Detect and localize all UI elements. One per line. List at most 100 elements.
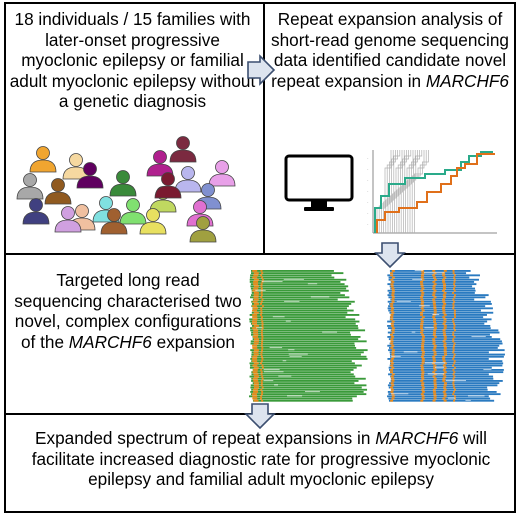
- read-band: [433, 344, 437, 347]
- read-row: [251, 373, 354, 376]
- read-band: [453, 289, 456, 292]
- read-row: [250, 285, 349, 288]
- read-band: [442, 294, 446, 297]
- read-band: [260, 393, 263, 396]
- read-band: [420, 393, 424, 396]
- read-band: [260, 380, 263, 382]
- read-band: [391, 397, 395, 400]
- read-band: [433, 320, 437, 323]
- read-band: [420, 327, 424, 330]
- read-row: [388, 305, 486, 308]
- read-row: [390, 388, 488, 391]
- read-band: [453, 388, 456, 391]
- read-band: [252, 393, 258, 396]
- read-gap: [432, 314, 440, 316]
- read-band: [261, 272, 264, 275]
- read-band: [442, 305, 446, 308]
- read-band: [443, 276, 447, 279]
- read-row: [249, 375, 356, 378]
- read-row: [252, 397, 353, 400]
- read-band: [391, 329, 395, 332]
- read-row: [249, 318, 356, 321]
- read-gap: [424, 327, 434, 329]
- read-row: [387, 395, 489, 398]
- read-band: [390, 347, 394, 349]
- read-band: [442, 283, 446, 286]
- read-gap: [471, 336, 486, 338]
- read-band: [453, 281, 456, 283]
- read-band: [442, 300, 446, 303]
- person-icon: [154, 172, 182, 199]
- read-band: [433, 307, 437, 310]
- read-band: [390, 388, 394, 391]
- read-band: [252, 358, 258, 360]
- read-band: [260, 294, 263, 297]
- read-band: [452, 338, 455, 341]
- read-band: [253, 274, 259, 277]
- read-band: [433, 393, 437, 396]
- read-band: [420, 294, 424, 297]
- read-band: [260, 309, 263, 312]
- read-band: [252, 377, 258, 380]
- read-band: [442, 397, 446, 400]
- read-band: [443, 303, 447, 305]
- long-read-text-main: Targeted long read sequencing characteri…: [14, 270, 242, 352]
- read-row: [251, 311, 348, 314]
- read-row: [251, 377, 366, 380]
- read-gap: [288, 349, 295, 351]
- read-band: [253, 386, 259, 389]
- read-band: [443, 285, 447, 288]
- read-row: [250, 386, 362, 389]
- read-band: [252, 318, 258, 321]
- read-band: [432, 316, 436, 319]
- read-band: [453, 311, 456, 314]
- read-band: [261, 320, 264, 323]
- read-band: [261, 322, 264, 325]
- read-band: [260, 307, 263, 310]
- analysis-text-main: Repeat expansion analysis of short-read …: [271, 9, 509, 91]
- read-band: [452, 351, 455, 354]
- read-band: [453, 285, 456, 288]
- read-band: [452, 349, 455, 352]
- read-band: [253, 380, 259, 382]
- long-read-config-2: [387, 270, 505, 402]
- read-band: [390, 364, 394, 367]
- person-icon: [208, 160, 236, 187]
- read-band: [443, 388, 447, 391]
- read-band: [420, 274, 424, 277]
- read-band: [253, 366, 259, 369]
- read-gap: [284, 300, 300, 302]
- read-band: [253, 294, 259, 297]
- read-band: [453, 316, 456, 319]
- read-band: [432, 371, 436, 374]
- read-band: [453, 353, 456, 356]
- read-band: [453, 274, 456, 277]
- read-band: [252, 360, 258, 363]
- read-band: [391, 344, 395, 347]
- read-row: [252, 307, 348, 310]
- read-band: [433, 309, 437, 312]
- read-band: [432, 355, 436, 358]
- read-band: [442, 311, 446, 314]
- read-band: [260, 360, 263, 363]
- read-band: [390, 314, 394, 316]
- read-band: [443, 351, 447, 354]
- read-gap: [465, 399, 471, 401]
- read-band: [433, 336, 437, 338]
- read-band: [432, 391, 436, 393]
- read-band: [252, 395, 258, 398]
- read-row: [251, 300, 355, 303]
- read-band: [260, 270, 263, 272]
- read-band: [391, 351, 395, 354]
- read-band: [433, 364, 437, 367]
- read-row: [250, 364, 362, 367]
- read-band: [253, 287, 259, 290]
- read-band: [421, 375, 425, 378]
- read-band: [443, 371, 447, 374]
- read-band: [433, 347, 437, 349]
- read-gap: [310, 296, 330, 298]
- read-band: [432, 360, 436, 363]
- read-band: [261, 386, 264, 389]
- read-band: [442, 358, 446, 360]
- read-band: [252, 307, 258, 310]
